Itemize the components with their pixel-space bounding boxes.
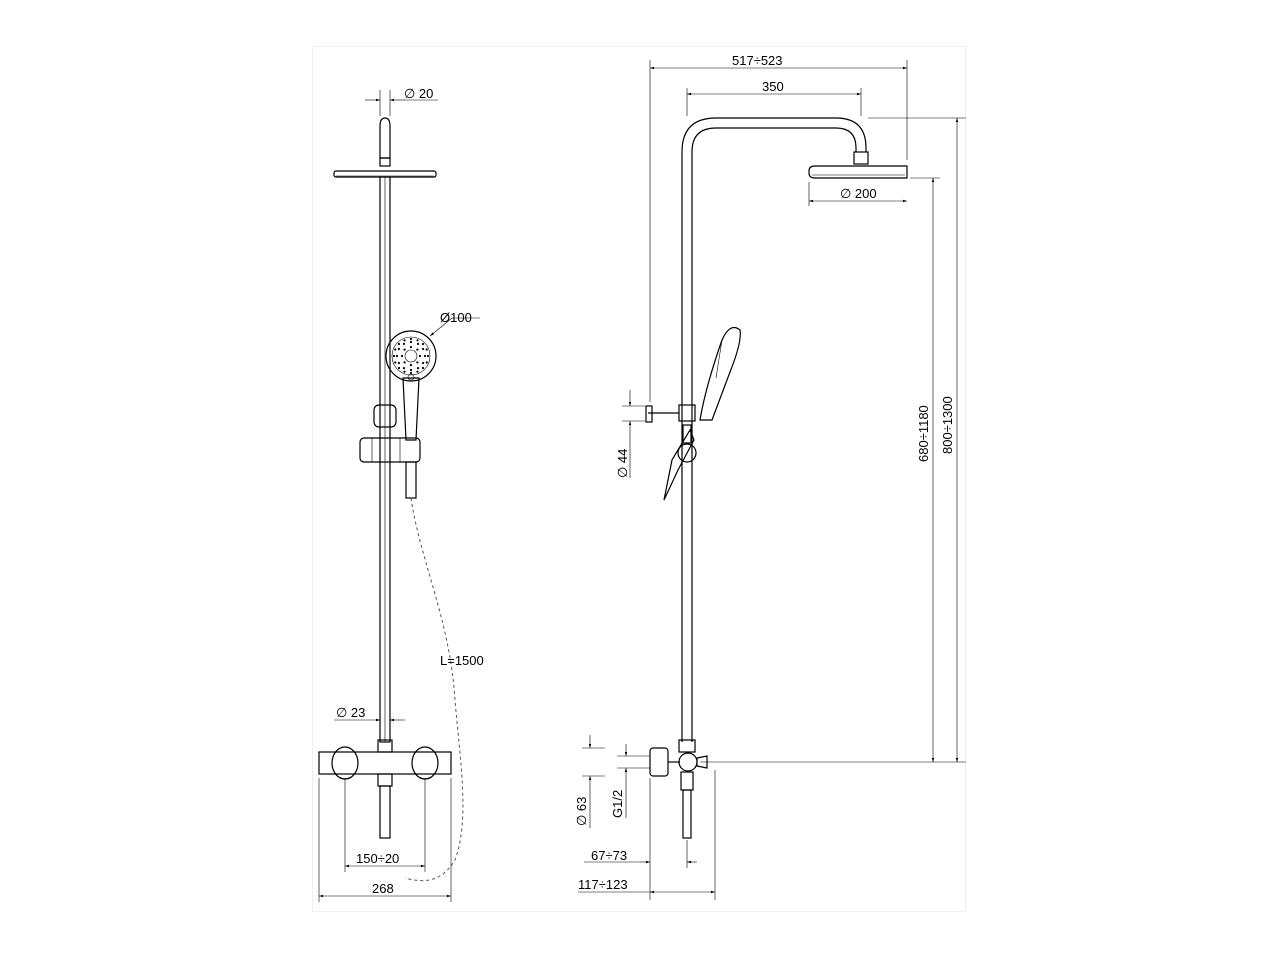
spray-nozzle — [426, 354, 430, 358]
side-hand-shower — [699, 327, 741, 421]
side-shower-head — [808, 165, 908, 179]
side-knob — [645, 405, 653, 423]
spray-nozzle — [425, 348, 428, 351]
dim-top-tube: ∅ 20 — [404, 86, 433, 101]
spray-nozzle — [416, 367, 420, 370]
spray-nozzle — [409, 363, 413, 367]
side-valve-handle — [649, 747, 669, 777]
dim-knob: ∅ 44 — [615, 449, 630, 478]
side-view: 517÷523 350 ∅ 200 680÷1180 800÷1300 ∅ 44… — [574, 53, 966, 900]
spray-nozzle — [397, 342, 401, 346]
spray-nozzle — [409, 371, 413, 375]
spray-nozzle — [409, 340, 413, 344]
spray-nozzle — [422, 347, 425, 351]
spray-nozzle — [397, 347, 400, 351]
spray-nozzle — [403, 370, 406, 373]
side-riser-inner — [691, 127, 857, 742]
dim-column: ∅ 23 — [336, 705, 365, 720]
spray-nozzle — [418, 354, 422, 358]
spray-nozzle — [416, 361, 419, 364]
dim-head: ∅ 200 — [840, 186, 877, 201]
spray-nozzle — [395, 354, 399, 358]
dim-thread: G1/2 — [610, 790, 625, 818]
front-slider — [359, 437, 421, 463]
dim-projection: 517÷523 — [732, 53, 783, 68]
dim-height-max: 800÷1300 — [940, 396, 955, 454]
front-spout — [379, 785, 391, 839]
front-hose — [404, 497, 464, 882]
dim-hose: L=1500 — [440, 653, 484, 668]
spray-nozzle — [394, 361, 397, 364]
spray-nozzle — [416, 342, 420, 345]
spray-nozzle — [400, 354, 404, 358]
front-mixer-body — [318, 751, 452, 775]
spray-nozzle — [403, 339, 406, 342]
dim-arm: 350 — [762, 79, 784, 94]
spray-nozzle — [403, 361, 406, 364]
spray-nozzle — [421, 342, 425, 346]
spray-nozzle — [409, 345, 413, 349]
spray-nozzle — [392, 354, 396, 358]
spray-nozzle — [397, 366, 401, 370]
spray-nozzle — [403, 348, 406, 351]
side-riser-outer — [681, 117, 867, 742]
spray-nozzle — [425, 361, 428, 364]
spray-nozzle — [394, 348, 397, 351]
spray-nozzle — [422, 361, 425, 365]
front-top-tube — [379, 117, 391, 159]
dim-mixer-width: 268 — [372, 881, 394, 896]
dim-valve: ∅ 63 — [574, 797, 589, 826]
front-connector — [379, 157, 391, 167]
dim-offset-outer: 117÷123 — [578, 877, 628, 892]
dim-hand-shower: Ø100 — [440, 310, 472, 325]
spray-nozzle — [397, 361, 400, 365]
spray-nozzle — [421, 366, 425, 370]
dim-height-min: 680÷1180 — [916, 405, 931, 462]
spray-nozzle — [416, 370, 419, 373]
spray-nozzle — [416, 339, 419, 342]
spray-nozzle — [423, 354, 427, 358]
dim-offset-inner: 67÷73 — [591, 848, 627, 863]
front-view: ∅ 20 Ø100 L=1500 ∅ 23 150÷20 268 — [318, 86, 484, 902]
spray-nozzle — [402, 342, 406, 345]
front-slider-bracket — [373, 404, 397, 428]
side-spout — [682, 789, 692, 839]
spray-nozzle — [402, 367, 406, 370]
spray-nozzle — [409, 337, 413, 341]
drawing-frame — [312, 46, 966, 912]
spray-nozzle — [409, 368, 413, 372]
spray-nozzle — [416, 348, 419, 351]
front-hand-shower — [385, 330, 437, 441]
dim-inlet-spacing: 150÷20 — [356, 851, 399, 866]
